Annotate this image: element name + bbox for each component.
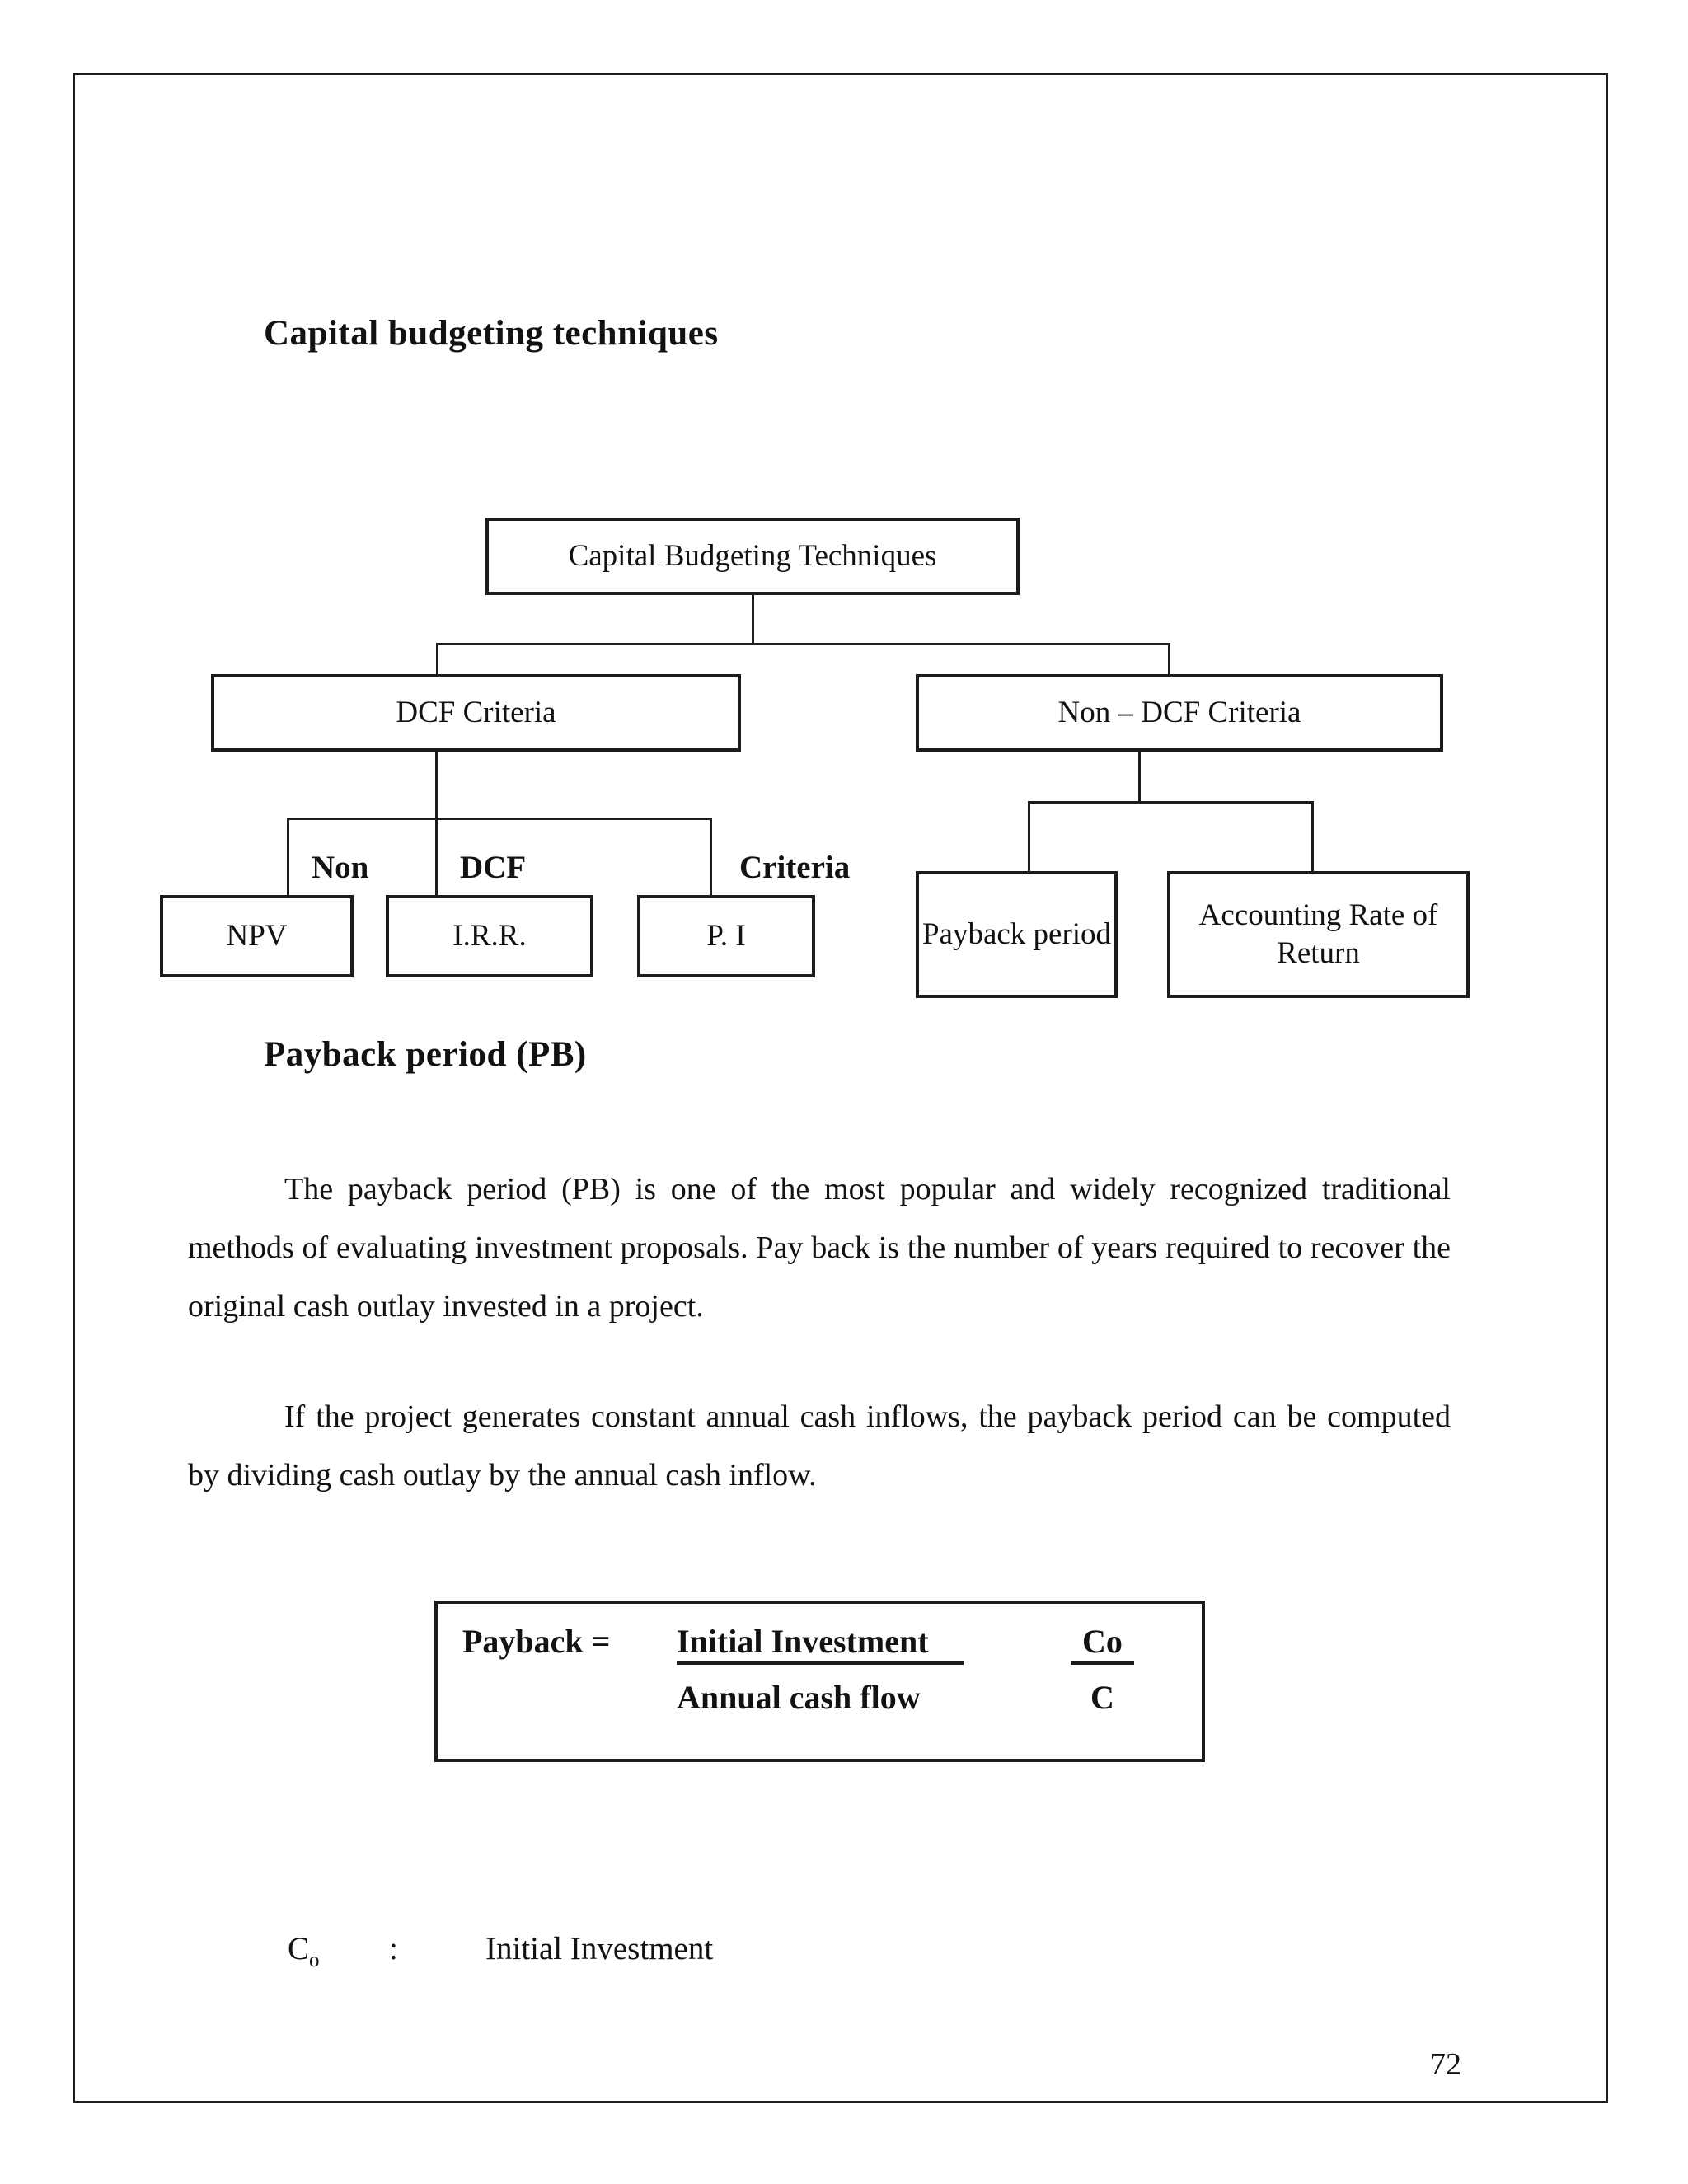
connector-drop-pi: [710, 818, 712, 895]
flowchart-dcf-criteria-box: DCF Criteria: [211, 674, 741, 752]
legend-colon: :: [389, 1931, 398, 1966]
connector-drop-npv: [287, 818, 289, 895]
connector-main-horizontal: [436, 643, 1170, 645]
connector-drop-dcf: [436, 643, 438, 676]
flowchart-root-label: Capital Budgeting Techniques: [568, 538, 937, 573]
connector-drop-payback: [1028, 801, 1030, 871]
flowchart-pi-box: P. I: [637, 895, 815, 977]
formula-denominator: Annual cash flow: [677, 1679, 921, 1716]
payback-formula-box: Payback = Initial Investment Annual cash…: [434, 1601, 1205, 1762]
paragraph-payback-definition: The payback period (PB) is one of the mo…: [188, 1172, 1451, 1324]
connector-non-dcf-horizontal: [1028, 801, 1314, 804]
connector-dcf-horizontal: [287, 818, 712, 820]
connector-dcf-stem: [435, 750, 438, 895]
sublabel-criteria: Criteria: [739, 850, 851, 885]
formula-lhs: Payback =: [462, 1623, 611, 1660]
page-border: [73, 73, 1608, 2103]
connector-drop-arr: [1311, 801, 1314, 871]
flowchart-payback-period-label: Payback period: [921, 916, 1112, 951]
connector-non-dcf-stem: [1138, 750, 1141, 804]
flowchart-irr-box: I.R.R.: [386, 895, 593, 977]
heading-payback-period: Payback period (PB): [264, 1035, 587, 1074]
legend-symbol: Co: [288, 1931, 320, 1971]
formula-symbol-numerator: Co: [1071, 1622, 1134, 1665]
page-number: 72: [1430, 2047, 1461, 2082]
flowchart-non-dcf-criteria-label: Non – DCF Criteria: [1057, 695, 1301, 729]
legend-meaning: Initial Investment: [485, 1931, 714, 1966]
legend-symbol-subscript: o: [309, 1948, 320, 1971]
flowchart-accounting-rate-box: Accounting Rate of Return: [1167, 871, 1470, 998]
heading-capital-budgeting-techniques: Capital budgeting techniques: [264, 314, 719, 353]
flowchart-pi-label: P. I: [706, 918, 746, 953]
formula-symbol-denominator: C: [1090, 1679, 1114, 1716]
sublabel-dcf: DCF: [460, 850, 527, 885]
flowchart-npv-box: NPV: [160, 895, 354, 977]
sublabel-non: Non: [312, 850, 369, 885]
paragraph-constant-inflows: If the project generates constant annual…: [188, 1399, 1451, 1493]
flowchart-npv-label: NPV: [226, 918, 288, 953]
flowchart-non-dcf-criteria-box: Non – DCF Criteria: [916, 674, 1443, 752]
formula-numerator: Initial Investment: [677, 1622, 964, 1665]
legend-co-definition: Co : Initial Investment: [288, 1930, 713, 1972]
connector-root-stem: [752, 595, 754, 645]
flowchart-accounting-rate-label: Accounting Rate of Return: [1198, 898, 1438, 970]
flowchart-dcf-criteria-label: DCF Criteria: [396, 695, 556, 729]
connector-drop-non-dcf: [1168, 643, 1170, 676]
flowchart-payback-period-box: Payback period: [916, 871, 1118, 998]
flowchart-root-box: Capital Budgeting Techniques: [485, 518, 1020, 595]
flowchart-irr-label: I.R.R.: [452, 918, 527, 953]
